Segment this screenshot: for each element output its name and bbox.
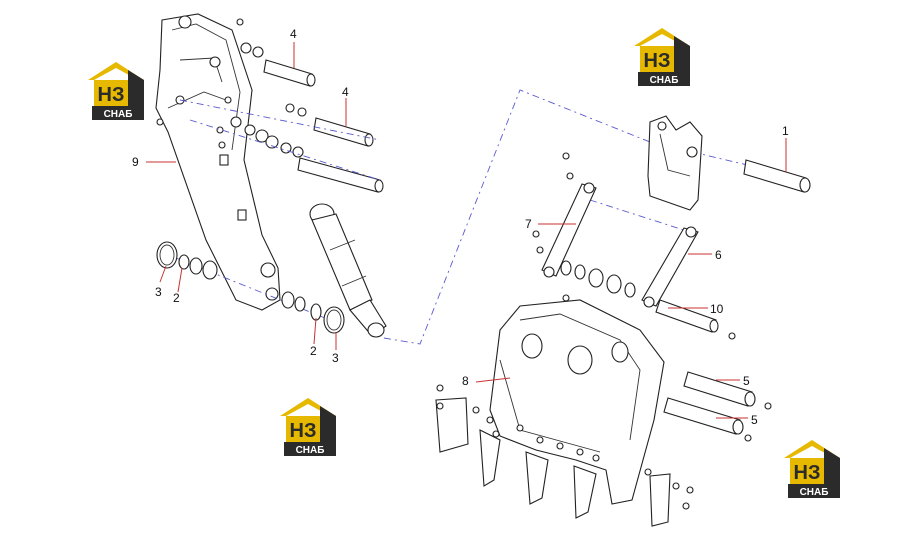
callout-9: 9 [132, 155, 139, 169]
logo-watermark-3: НЗ СНАБ [280, 398, 336, 456]
pin-part-1 [743, 159, 811, 193]
hydraulic-cylinder [309, 203, 387, 338]
callout-8: 8 [462, 374, 469, 388]
svg-text:НЗ: НЗ [98, 84, 125, 106]
logo-watermark-1: НЗ СНАБ [88, 62, 144, 120]
callout-2-left: 2 [173, 291, 180, 305]
pin-long-boom [297, 157, 384, 193]
leader-lines [146, 42, 787, 419]
logo-watermark-4: НЗ СНАБ [784, 440, 840, 498]
callout-5-upper: 5 [743, 374, 750, 388]
svg-text:СНАБ: СНАБ [800, 487, 829, 498]
callout-10: 10 [710, 302, 724, 316]
pin-part-5-lower [663, 397, 752, 442]
logo-watermark-2: НЗ СНАБ [634, 28, 690, 86]
callout-3-right: 3 [332, 351, 339, 365]
pin-part-4-lower [313, 117, 374, 147]
pin-bushings-upper [156, 18, 307, 158]
svg-text:НЗ: НЗ [794, 462, 821, 484]
link-hardware [532, 152, 636, 298]
callout-6: 6 [715, 248, 722, 262]
callout-7: 7 [525, 217, 532, 231]
callout-4-upper: 4 [290, 27, 297, 41]
link-part-6 [641, 226, 699, 308]
top-bracket [647, 115, 703, 211]
callout-labels: 4 4 9 3 2 2 3 1 7 6 10 8 5 5 [132, 27, 789, 427]
bucket [435, 299, 671, 527]
washer-set-left [156, 241, 218, 280]
callout-4-lower: 4 [342, 85, 349, 99]
svg-text:СНАБ: СНАБ [296, 445, 325, 456]
bucket-bolts [436, 294, 694, 510]
callout-2-right: 2 [310, 344, 317, 358]
link-part-7 [541, 182, 597, 278]
pin-part-5-upper [683, 371, 772, 410]
callout-5-lower: 5 [751, 413, 758, 427]
svg-text:СНАБ: СНАБ [650, 75, 679, 86]
svg-text:НЗ: НЗ [290, 420, 317, 442]
pin-part-4-upper [263, 59, 316, 87]
callout-3-left: 3 [155, 285, 162, 299]
svg-text:СНАБ: СНАБ [104, 109, 133, 120]
callout-1: 1 [782, 124, 789, 138]
washer-set-right [281, 291, 345, 334]
svg-text:НЗ: НЗ [644, 50, 671, 72]
boom-arm [155, 13, 281, 311]
